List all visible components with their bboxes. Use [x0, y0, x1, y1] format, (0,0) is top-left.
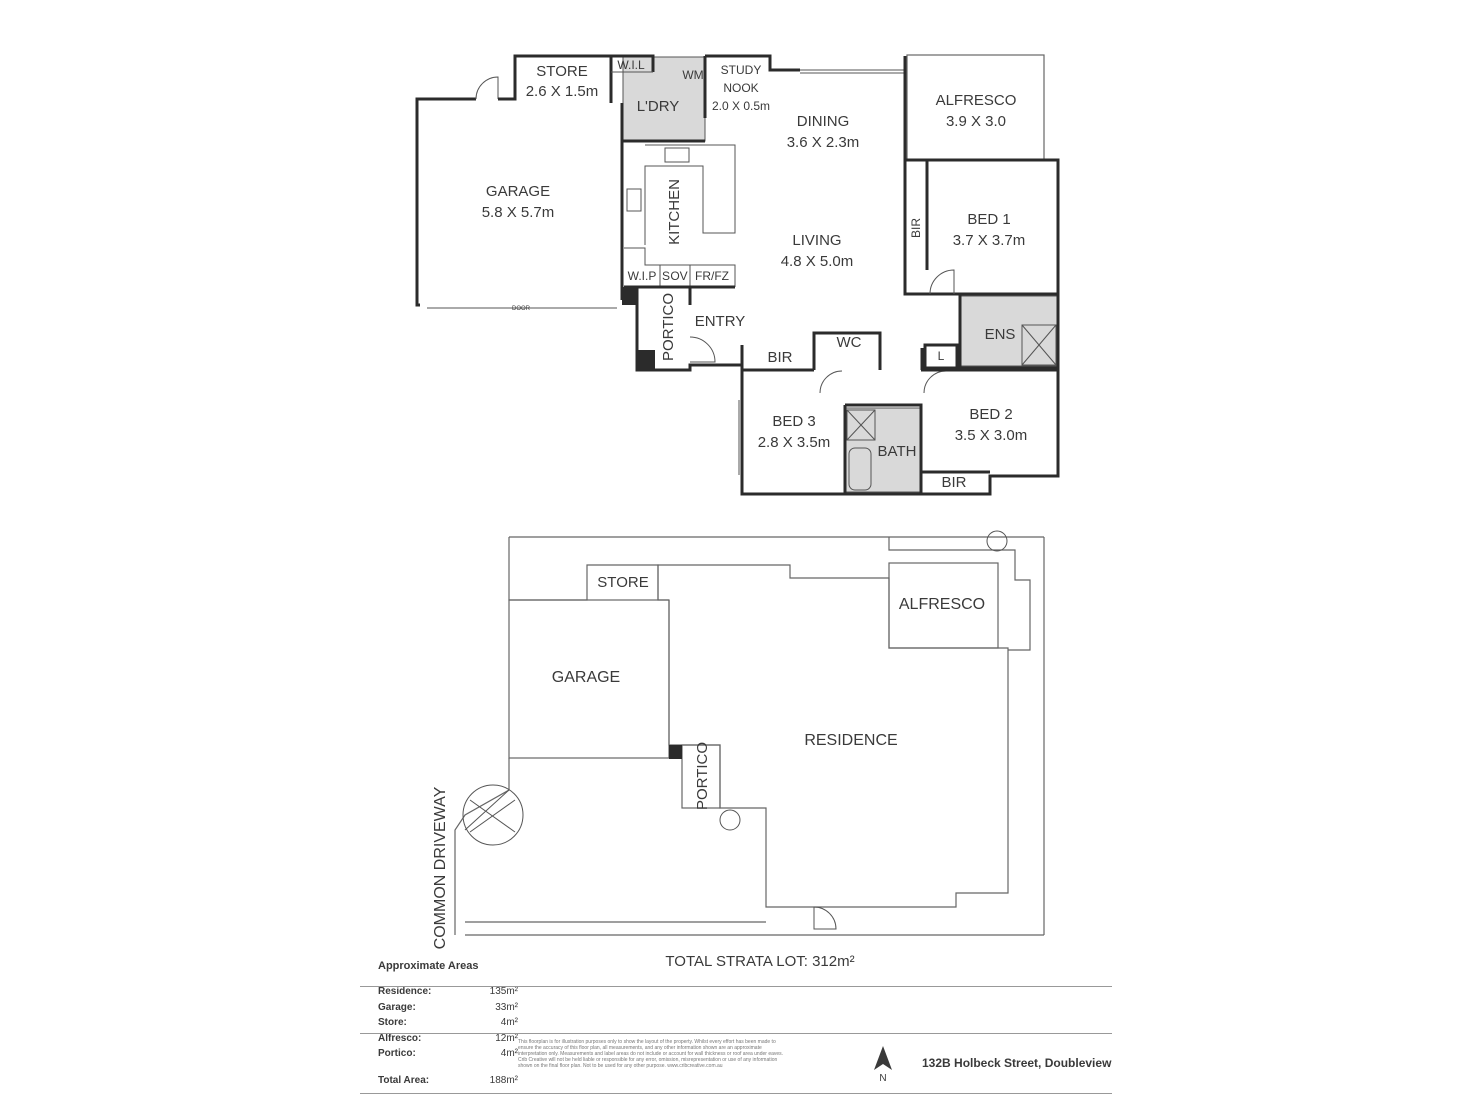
area-total-row: Total Area:188m²	[378, 1074, 518, 1086]
portico-wall	[635, 287, 742, 372]
north-arrow-icon: N	[870, 1044, 896, 1089]
ensuite-wall	[958, 292, 1060, 370]
garage-size: 5.8 X 5.7m	[482, 204, 555, 221]
shrub	[986, 530, 1008, 552]
living-label: LIVING	[792, 232, 841, 249]
s-label: S	[662, 269, 670, 283]
bed2-wall	[921, 368, 1060, 496]
site-residence-label: RESIDENCE	[804, 732, 897, 749]
sink	[664, 147, 690, 163]
disclaimer-text: This floorplan is for illustration purpo…	[518, 1039, 784, 1069]
bed3-door	[819, 370, 843, 394]
bir-bed1-label: BIR	[909, 218, 923, 238]
wc-label: WC	[837, 334, 862, 351]
driveway-edge	[454, 758, 510, 935]
floor-plan	[415, 54, 1060, 496]
site-plan-labels: STORE ALFRESCO GARAGE RESIDENCE PORTICO …	[432, 574, 985, 949]
tree	[462, 784, 524, 846]
alfresco-size: 3.9 X 3.0	[946, 113, 1006, 130]
shower	[1021, 324, 1057, 366]
linen-label: L	[938, 349, 945, 363]
site-portico-label: PORTICO	[694, 742, 711, 810]
bed1-door	[929, 269, 955, 295]
bed2-label: BED 2	[969, 406, 1012, 423]
ens-label: ENS	[985, 326, 1016, 343]
alfresco-label: ALFRESCO	[936, 92, 1017, 109]
area-row: Alfresco:12m²	[378, 1032, 518, 1044]
shrub	[719, 809, 741, 831]
bed2-size: 3.5 X 3.0m	[955, 427, 1028, 444]
dining-label: DINING	[797, 113, 850, 130]
divider	[360, 986, 1112, 987]
study-label-2: NOOK	[723, 81, 758, 95]
column	[637, 350, 655, 370]
store-label: STORE	[536, 63, 587, 80]
frfz-label: FR/FZ	[695, 269, 729, 283]
site-alfresco-label: ALFRESCO	[899, 596, 985, 613]
linen-cupboard	[923, 343, 959, 370]
site-plan	[454, 530, 1045, 936]
bed1-size: 3.7 X 3.7m	[953, 232, 1026, 249]
rear-door	[813, 906, 837, 930]
bath-wall	[845, 403, 923, 496]
bir-bed2-label: BIR	[941, 474, 966, 491]
total-strata-lot: TOTAL STRATA LOT: 312m²	[665, 953, 855, 970]
study-size: 2.0 X 0.5m	[712, 99, 770, 113]
fence	[888, 537, 1031, 651]
garage-label: GARAGE	[486, 183, 550, 200]
site-store-label: STORE	[597, 574, 648, 591]
study-label-1: STUDY	[721, 63, 762, 77]
wip-label: W.I.P	[628, 269, 657, 283]
driveway-label: COMMON DRIVEWAY	[432, 786, 449, 949]
entry-label: ENTRY	[695, 313, 746, 330]
divider	[360, 1033, 1112, 1034]
area-row: Store:4m²	[378, 1017, 518, 1028]
floor-plan-labels: STORE 2.6 X 1.5m W.I.L WM L'DRY STUDY NO…	[482, 58, 1028, 491]
bed2-door	[923, 370, 947, 394]
site-alfresco	[888, 562, 999, 649]
bath-label: BATH	[878, 443, 917, 460]
kitchen-bench	[644, 144, 736, 245]
study-wall	[705, 54, 800, 72]
areas-title: Approximate Areas	[378, 960, 479, 972]
laundry-area	[622, 56, 706, 142]
kitchen-pantry	[624, 247, 736, 287]
ensuite-area	[959, 295, 1059, 367]
bath-shower	[846, 409, 876, 441]
living-size: 4.8 X 5.0m	[781, 253, 854, 270]
divider	[360, 1093, 1112, 1094]
kitchen-label: KITCHEN	[666, 179, 683, 245]
wc-wall	[812, 331, 882, 370]
site-garage-label: GARAGE	[552, 669, 620, 686]
area-row: Portico:4m²	[378, 1048, 518, 1059]
column	[622, 287, 636, 305]
portico-label: PORTICO	[660, 293, 677, 361]
cooktop	[626, 188, 642, 212]
store-size: 2.6 X 1.5m	[526, 83, 599, 100]
garage-door-swing	[475, 76, 499, 100]
bir-hall-label: BIR	[767, 349, 792, 366]
wil-wall	[623, 54, 655, 72]
ov-label: OV	[670, 269, 687, 283]
laundry-label: L'DRY	[637, 98, 680, 115]
garage-wall	[415, 97, 476, 307]
bed3-size: 2.8 X 3.5m	[758, 434, 831, 451]
store-wall	[498, 54, 623, 101]
area-row: Residence:135m²	[378, 986, 518, 997]
approximate-areas: Approximate Areas Residence:135m² Garage…	[378, 960, 518, 1090]
site-portico	[681, 744, 721, 809]
north-label: N	[879, 1073, 886, 1084]
property-address: 132B Holbeck Street, Doubleview	[922, 1056, 1112, 1070]
entry-door	[689, 336, 716, 363]
wil-label: W.I.L	[617, 58, 645, 72]
bed3-label: BED 3	[772, 413, 815, 430]
garage-door-label: DOOR	[512, 306, 531, 312]
wm-label: WM	[682, 68, 703, 82]
bed3-wall	[740, 370, 845, 496]
bed1-label: BED 1	[967, 211, 1010, 228]
area-row: Garage:33m²	[378, 1001, 518, 1013]
bathtub	[848, 447, 872, 491]
dining-size: 3.6 X 2.3m	[787, 134, 860, 151]
